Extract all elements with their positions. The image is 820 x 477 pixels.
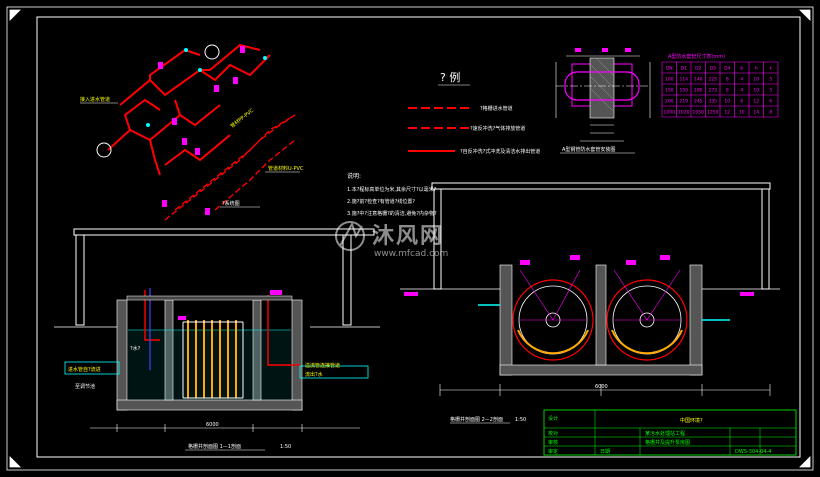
spec-table-cell: 1250 [707,110,719,116]
pipe-material-label: 管道材料U-PVC [268,165,304,172]
tb-row-2: 校对 [548,430,558,437]
spec-table-cell: 100 [665,77,674,83]
spec-table-cell: b [740,66,743,72]
project-name: 某污水处理站工程 [645,430,685,437]
spec-table-cell: 1020 [678,110,690,116]
drawing-number: DWS-304-04-4 [735,449,771,455]
pipe-sleeve-detail: A型钢管防水套管安装图 [555,48,651,154]
notes: 说明: 1.本?程标高单位为米,其余尺寸?以毫米? 2.施?前?检查?有管道?线… [347,172,437,217]
spec-table-cell: 180 [694,88,703,94]
spec-table-cell: D1 [681,66,687,72]
tb-row-3: 审核 [548,439,558,446]
spec-table-cell: 10 [739,110,745,116]
spec-table-cell: 8 [769,110,772,116]
spec-table-cell: 14 [753,110,759,116]
title-block: 中国环境? 某污水处理站工程 格栅井及提升泵房图 DWS-304-04-4 设计… [543,409,797,456]
spec-table-cell: 8 [726,77,729,83]
sleeve-caption: A型钢管防水套管安装图 [562,146,615,153]
isometric-caption: ?系统图 [222,200,240,207]
legend: ? 例 ?格栅进水管道 ?速反冲洗?气体排放管道 ?自反冲洗?式冲洗及清洁水排出… [408,70,540,155]
legend-text-1: ?格栅进水管道 [480,105,513,112]
note-line-1: 1.本?程标高单位为米,其余尺寸?以毫米? [347,186,437,193]
inlet-label: 接入进水管道 [80,96,110,103]
spec-table-cell: D4 [724,66,730,72]
spec-table-cell: h [755,66,758,72]
section-2-2: 6000 格栅井剖面图 2—2剖面 1:50 [400,182,780,424]
spec-table-cell: 10 [753,88,759,94]
company-name: 中国环境? [680,417,703,424]
right-dim-total: 6000 [595,384,608,390]
watermark-url: www.mfcad.com [374,249,448,259]
spec-table-cell: 219 [679,99,688,105]
right-section-scale: 1:50 [515,417,526,423]
left-section-scale: 1:50 [280,444,291,450]
spec-table-cell: 114 [679,77,688,83]
watermark-brand: 沐风网 [372,224,444,249]
spec-table-cell: 5 [769,88,772,94]
drawing-frame-inner [36,16,801,458]
frame-corner-marks [9,9,811,468]
spec-table-cell: 140 [694,77,703,83]
spec-table-cell: 200 [665,99,674,105]
spec-table-cell: 1050 [693,110,705,116]
left-return-label: 至调节池 [75,383,95,390]
spec-table-cell: k [769,66,772,72]
drawing-title: 格栅井及提升泵房图 [645,439,690,446]
left-inlet-label: 进水管自?流进 [68,366,101,373]
spec-table-cell: 225 [708,77,717,83]
spec-table: A型防水套管尺寸表(mm) DN D1 D2 D3 D4 b h k 100 114 140 225 8… [661,53,779,118]
watermark: 沐风网 www.mfcad.com [335,221,448,259]
spec-table-title: A型防水套管尺寸表(mm) [668,53,725,60]
left-dim-total: 6000 [206,422,219,428]
spec-table-cell: 12 [724,110,730,116]
spec-table-cell: 10 [753,77,759,83]
left-section-caption: 格栅井剖面图 1—1剖面 [188,443,241,450]
spec-table-cell: 1000 [664,110,676,116]
right-section-caption: 格栅井剖面图 2—2剖面 [450,416,503,423]
tb-row-4: 审定 [548,448,558,455]
notes-title: 说明: [347,172,361,180]
left-overflow-label: 溢流管连接管道 [305,362,340,369]
tb-row-1: 设计 [548,415,558,422]
spec-table-cell: 5 [769,77,772,83]
legend-text-3: ?自反冲洗?式冲洗及清洁水排出管道 [460,148,540,155]
branch-label: 管材PP-PVC [229,107,256,130]
spec-table-cell: 6 [740,99,743,105]
spec-table-cell: 12 [753,99,759,105]
note-line-3: 3.施?中?注意格栅?的清洁,避免?内杂物? [347,210,437,217]
note-line-2: 2.施?前?检查?有管道?线位置? [347,198,415,205]
spec-table-cell: 6 [769,99,772,105]
section-1-1: 6000 进水管自?流进 流出?水 溢流管连接管道 至调节池 ?水? 格栅井剖面… [54,228,380,451]
watermark-logo-icon [335,221,365,251]
spec-table-cell: 10 [724,99,730,105]
spec-table-cell: 4 [740,88,743,94]
left-outlet-label: 流出?水 [305,371,323,378]
spec-table-cell: 335 [708,99,717,105]
spec-table-cell: 150 [665,88,674,94]
spec-table-cell: D3 [710,66,716,72]
left-gauge-label: ?水? [130,345,141,352]
spec-table-cell: 245 [694,99,703,105]
spec-table-cell: 159 [679,88,688,94]
isometric-pipe-system: 接入进水管道 管道材料U-PVC 管材PP-PVC ?系统图 [80,43,304,221]
spec-table-cell: DN [666,66,673,72]
drawing-frame-outer [6,6,814,471]
spec-table-cell: 273 [708,88,717,94]
tb-row-5: 日期 [600,449,610,455]
legend-title: ? 例 [440,70,460,84]
legend-text-2: ?速反冲洗?气体排放管道 [470,125,525,132]
spec-table-cell: D2 [695,66,701,72]
spec-table-cell: 8 [726,88,729,94]
spec-table-cell: 4 [740,77,743,83]
